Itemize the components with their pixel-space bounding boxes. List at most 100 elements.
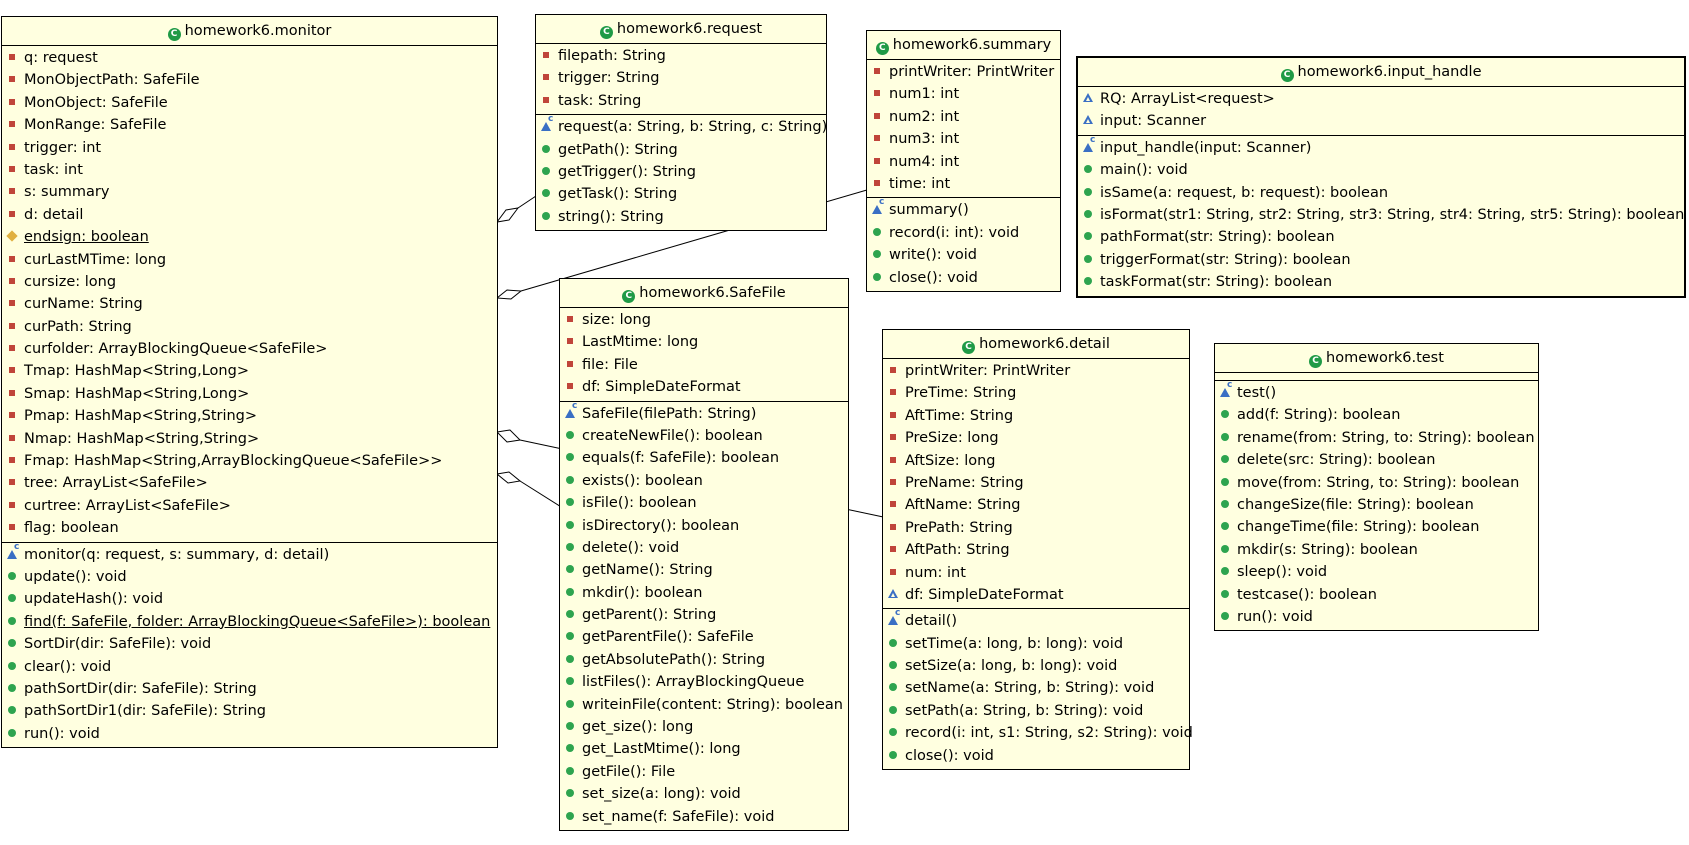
method-row[interactable]: find(f: SafeFile, folder: ArrayBlockingQ… (2, 611, 497, 633)
field-row[interactable]: time: int (867, 173, 1060, 195)
field-row[interactable]: curPath: String (2, 316, 497, 338)
method-row[interactable]: clear(): void (2, 656, 497, 678)
field-row[interactable]: num1: int (867, 83, 1060, 105)
field-row[interactable]: curLastMTime: long (2, 249, 497, 271)
field-row[interactable]: MonObjectPath: SafeFile (2, 69, 497, 91)
method-row[interactable]: move(from: String, to: String): boolean (1215, 472, 1538, 494)
field-row[interactable]: PreSize: long (883, 427, 1189, 449)
method-row[interactable]: isSame(a: request, b: request): boolean (1078, 182, 1684, 204)
field-row[interactable]: df: SimpleDateFormat (883, 584, 1189, 606)
field-row[interactable]: s: summary (2, 181, 497, 203)
method-row[interactable]: pathSortDir1(dir: SafeFile): String (2, 700, 497, 722)
method-row[interactable]: listFiles(): ArrayBlockingQueue (560, 671, 848, 693)
field-row[interactable]: MonRange: SafeFile (2, 114, 497, 136)
method-row[interactable]: changeTime(file: String): boolean (1215, 516, 1538, 538)
method-row[interactable]: delete(): void (560, 537, 848, 559)
field-row[interactable]: d: detail (2, 204, 497, 226)
method-row[interactable]: writeinFile(content: String): boolean (560, 694, 848, 716)
field-row[interactable]: tree: ArrayList<SafeFile> (2, 472, 497, 494)
method-row[interactable]: run(): void (1215, 606, 1538, 628)
field-row[interactable]: flag: boolean (2, 517, 497, 539)
field-row[interactable]: Fmap: HashMap<String,ArrayBlockingQueue<… (2, 450, 497, 472)
method-row[interactable]: test() (1215, 380, 1538, 404)
method-row[interactable]: triggerFormat(str: String): boolean (1078, 249, 1684, 271)
method-row[interactable]: SortDir(dir: SafeFile): void (2, 633, 497, 655)
method-row[interactable]: record(i: int): void (867, 222, 1060, 244)
field-row[interactable]: num3: int (867, 128, 1060, 150)
field-row[interactable]: size: long (560, 309, 848, 331)
field-row[interactable]: filepath: String (536, 45, 826, 67)
method-row[interactable]: equals(f: SafeFile): boolean (560, 447, 848, 469)
method-row[interactable]: setTime(a: long, b: long): void (883, 633, 1189, 655)
method-row[interactable]: delete(src: String): boolean (1215, 449, 1538, 471)
method-row[interactable]: rename(from: String, to: String): boolea… (1215, 427, 1538, 449)
method-row[interactable]: exists(): boolean (560, 470, 848, 492)
method-row[interactable]: add(f: String): boolean (1215, 404, 1538, 426)
method-row[interactable]: isDirectory(): boolean (560, 515, 848, 537)
field-row[interactable]: AftName: String (883, 494, 1189, 516)
method-row[interactable]: setPath(a: String, b: String): void (883, 700, 1189, 722)
method-row[interactable]: getParentFile(): SafeFile (560, 626, 848, 648)
field-row[interactable]: Pmap: HashMap<String,String> (2, 405, 497, 427)
field-row[interactable]: curfolder: ArrayBlockingQueue<SafeFile> (2, 338, 497, 360)
field-row[interactable]: RQ: ArrayList<request> (1078, 88, 1684, 110)
field-row[interactable]: PrePath: String (883, 517, 1189, 539)
field-row[interactable]: LastMtime: long (560, 331, 848, 353)
field-row[interactable]: printWriter: PrintWriter (867, 61, 1060, 83)
field-row[interactable]: task: int (2, 159, 497, 181)
method-row[interactable]: mkdir(): boolean (560, 582, 848, 604)
method-row[interactable]: pathFormat(str: String): boolean (1078, 226, 1684, 248)
field-row[interactable]: AftSize: long (883, 450, 1189, 472)
field-row[interactable]: Smap: HashMap<String,Long> (2, 383, 497, 405)
method-row[interactable]: getTask(): String (536, 183, 826, 205)
method-row[interactable]: monitor(q: request, s: summary, d: detai… (2, 542, 497, 566)
method-row[interactable]: updateHash(): void (2, 588, 497, 610)
field-row[interactable]: Tmap: HashMap<String,Long> (2, 360, 497, 382)
method-row[interactable]: string(): String (536, 206, 826, 228)
field-row[interactable]: file: File (560, 354, 848, 376)
field-row[interactable]: Nmap: HashMap<String,String> (2, 428, 497, 450)
field-row[interactable]: trigger: int (2, 137, 497, 159)
field-row[interactable]: curName: String (2, 293, 497, 315)
method-row[interactable]: isFormat(str1: String, str2: String, str… (1078, 204, 1684, 226)
method-row[interactable]: getTrigger(): String (536, 161, 826, 183)
method-row[interactable]: sleep(): void (1215, 561, 1538, 583)
method-row[interactable]: write(): void (867, 244, 1060, 266)
field-row[interactable]: num4: int (867, 151, 1060, 173)
field-row[interactable]: AftTime: String (883, 405, 1189, 427)
method-row[interactable]: detail() (883, 608, 1189, 632)
method-row[interactable]: getParent(): String (560, 604, 848, 626)
method-row[interactable]: request(a: String, b: String, c: String) (536, 114, 827, 138)
method-row[interactable]: set_size(a: long): void (560, 783, 848, 805)
method-row[interactable]: taskFormat(str: String): boolean (1078, 271, 1684, 293)
field-row[interactable]: trigger: String (536, 67, 826, 89)
method-row[interactable]: close(): void (883, 745, 1189, 767)
method-row[interactable]: SafeFile(filePath: String) (560, 401, 848, 425)
method-row[interactable]: close(): void (867, 267, 1060, 289)
field-row[interactable]: input: Scanner (1078, 110, 1684, 132)
method-row[interactable]: main(): void (1078, 159, 1684, 181)
method-row[interactable]: createNewFile(): boolean (560, 425, 848, 447)
method-row[interactable]: set_name(f: SafeFile): void (560, 806, 848, 828)
field-row[interactable]: PreTime: String (883, 382, 1189, 404)
method-row[interactable]: isFile(): boolean (560, 492, 848, 514)
field-row[interactable]: task: String (536, 90, 826, 112)
field-row[interactable]: num2: int (867, 106, 1060, 128)
field-row[interactable]: q: request (2, 47, 497, 69)
method-row[interactable]: get_LastMtime(): long (560, 738, 848, 760)
field-row[interactable]: PreName: String (883, 472, 1189, 494)
field-row[interactable]: endsign: boolean (2, 226, 497, 248)
method-row[interactable]: getFile(): File (560, 761, 848, 783)
method-row[interactable]: getAbsolutePath(): String (560, 649, 848, 671)
field-row[interactable]: printWriter: PrintWriter (883, 360, 1189, 382)
method-row[interactable]: setSize(a: long, b: long): void (883, 655, 1189, 677)
method-row[interactable]: getName(): String (560, 559, 848, 581)
method-row[interactable]: update(): void (2, 566, 497, 588)
method-row[interactable]: changeSize(file: String): boolean (1215, 494, 1538, 516)
